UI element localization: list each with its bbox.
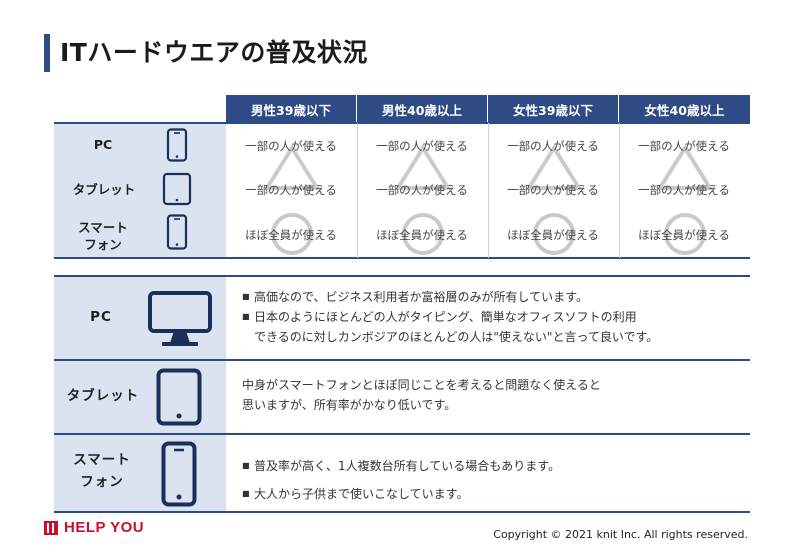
table2-rule: [54, 359, 750, 361]
table2-rule: [54, 511, 750, 513]
row-label-smartphone: スマート フォン: [78, 220, 128, 252]
cell-smartphone-male-40-plus: ほぼ全員が使える: [376, 228, 468, 242]
cell-pc-female-40-plus: 一部の人が使える: [638, 139, 730, 153]
company-logo: HELP YOU: [44, 519, 144, 536]
smartphone-icon: [161, 441, 197, 507]
row-label-pc: PC: [93, 137, 113, 152]
detail-text-tablet: 中身がスマートフォンとほぼ同じことを考えると問題なく使えると 思いますが、所有率…: [242, 378, 601, 412]
monitor-icon: [148, 291, 212, 346]
circle-mark: [664, 213, 706, 255]
cell-tablet-male-under-39: 一部の人が使える: [245, 183, 337, 197]
column-header-male-40-plus: 男性40歳以上: [357, 95, 488, 123]
title-accent-bar: [44, 34, 50, 72]
smartphone-icon: [166, 214, 188, 250]
circle-mark: [533, 213, 575, 255]
column-header-female-under-39: 女性39歳以下: [488, 95, 619, 123]
circle-mark: [271, 213, 313, 255]
triangle-mark: [395, 145, 451, 190]
cell-smartphone-female-40-plus: ほぼ全員が使える: [638, 228, 730, 242]
page-title: ITハードウエアの普及状況: [60, 38, 368, 67]
cell-tablet-male-40-plus: 一部の人が使える: [376, 183, 468, 197]
column-header-male-under-39: 男性39歳以下: [226, 95, 357, 123]
detail-text-pc: ■高価なので、ビジネス利用者か富裕層のみが所有しています。 ■日本のようにほとん…: [242, 290, 659, 344]
table1-bottom-rule: [54, 257, 750, 259]
column-divider: [619, 123, 620, 258]
triangle-mark: [264, 145, 320, 190]
column-divider: [357, 123, 358, 258]
triangle-mark: [526, 145, 582, 190]
table2-rule: [54, 275, 750, 277]
row-label-tablet: タブレット: [72, 182, 136, 197]
tablet-icon: [156, 368, 202, 426]
cell-smartphone-female-under-39: ほぼ全員が使える: [507, 228, 599, 242]
table1-top-rule: [54, 122, 750, 124]
cell-tablet-female-under-39: 一部の人が使える: [507, 183, 599, 197]
tablet-icon: [162, 172, 192, 206]
cell-pc-male-40-plus: 一部の人が使える: [376, 139, 468, 153]
smartphone-icon: [166, 128, 188, 162]
triangle-mark: [657, 145, 713, 190]
column-header-female-40-plus: 女性40歳以上: [619, 95, 750, 123]
table1-row-labels-background: [54, 123, 226, 258]
table2-rule: [54, 433, 750, 435]
cell-smartphone-male-under-39: ほぼ全員が使える: [245, 228, 337, 242]
detail-label-smartphone: スマート フォン: [73, 452, 131, 490]
circle-mark: [402, 213, 444, 255]
cell-pc-female-under-39: 一部の人が使える: [507, 139, 599, 153]
table2-row-labels-background: [54, 276, 226, 512]
logo-mark-icon: [44, 520, 58, 535]
detail-label-tablet: タブレット: [66, 388, 140, 404]
cell-tablet-female-40-plus: 一部の人が使える: [638, 183, 730, 197]
detail-text-smartphone: ■普及率が高く、1人複数台所有している場合もあります。 ■大人から子供まで使いこ…: [242, 459, 561, 501]
column-divider: [488, 123, 489, 258]
cell-pc-male-under-39: 一部の人が使える: [245, 139, 337, 153]
detail-label-pc: PC: [90, 309, 112, 325]
copyright-text: Copyright © 2021 knit Inc. All rights re…: [493, 528, 748, 541]
